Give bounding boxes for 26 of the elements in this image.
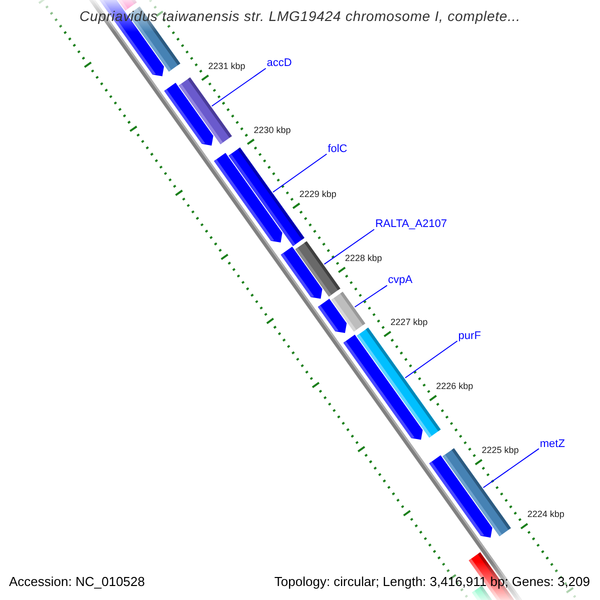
position-label: 2229 kbp [299, 188, 336, 200]
leader-line [404, 340, 458, 378]
position-label: 2231 kbp [208, 60, 246, 72]
leader-line [272, 154, 328, 193]
gene-label: RALTA_A2107 [375, 218, 447, 230]
position-label: 2224 kbp [527, 509, 564, 520]
leader-line [324, 228, 375, 265]
gene-bar [178, 77, 232, 144]
leader-line [482, 448, 540, 488]
accession-text: Accession: NC_010528 [9, 574, 145, 590]
gene-label: accD [266, 57, 292, 70]
position-label: 2226 kbp [436, 381, 474, 392]
gene-label: folC [328, 143, 348, 155]
gene-bar [331, 292, 366, 332]
position-label: 2227 kbp [390, 317, 428, 328]
gene-label: cvpA [388, 274, 413, 286]
leader-line [211, 68, 266, 107]
gene-bar [295, 241, 340, 297]
gene-label: purF [458, 330, 481, 342]
position-label: 2228 kbp [344, 253, 382, 264]
leader-line [354, 284, 388, 308]
position-label: 2230 kbp [254, 124, 291, 136]
map-title: Cupriavidus taiwanensis str. LMG19424 chromosome I, complete... [80, 8, 520, 24]
position-label: 2225 kbp [482, 445, 519, 456]
gene-label: metZ [540, 438, 565, 450]
genome-info-text: Topology: circular; Length: 3,416,911 bp; Genes: 3,209 [274, 574, 590, 590]
